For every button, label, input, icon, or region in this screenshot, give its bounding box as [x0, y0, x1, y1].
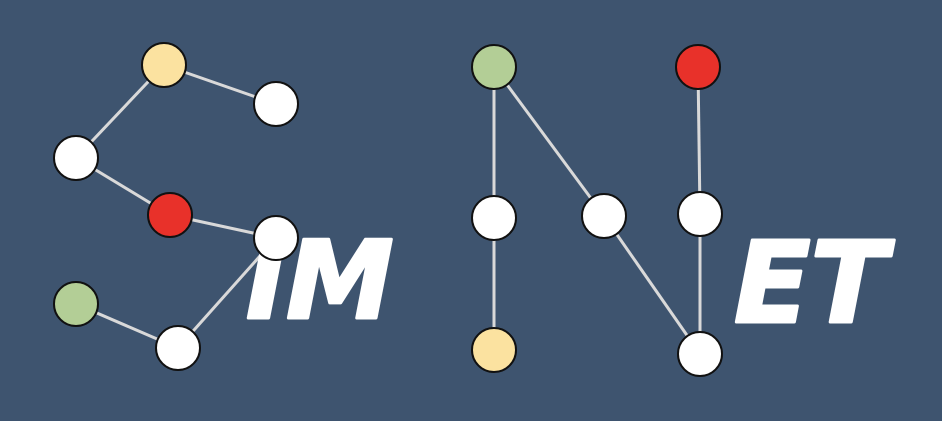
edge-n6-n7 [696, 66, 702, 215]
node-white-s3 [53, 135, 99, 181]
nodes-layer [53, 42, 723, 377]
edge-n1-n4 [492, 66, 606, 217]
edge-n4-n5 [602, 215, 702, 355]
node-yellow-n3 [471, 327, 517, 373]
node-white-s5 [253, 215, 299, 261]
logo-text-et: ET [734, 219, 895, 349]
text-layer: IM ET [245, 218, 897, 351]
node-white-n4 [581, 193, 627, 239]
node-yellow-s1 [141, 42, 187, 88]
node-green-n1 [471, 44, 517, 90]
node-white-n5 [677, 331, 723, 377]
node-white-s6 [155, 325, 201, 371]
logo-text-im: IM [246, 219, 394, 344]
node-white-s2 [253, 81, 299, 127]
node-red-n7 [675, 44, 721, 90]
node-white-n6 [677, 191, 723, 237]
node-green-s7 [53, 281, 99, 327]
node-red-s4 [147, 192, 193, 238]
node-white-n2 [471, 195, 517, 241]
edge-s5-s6 [176, 237, 278, 349]
